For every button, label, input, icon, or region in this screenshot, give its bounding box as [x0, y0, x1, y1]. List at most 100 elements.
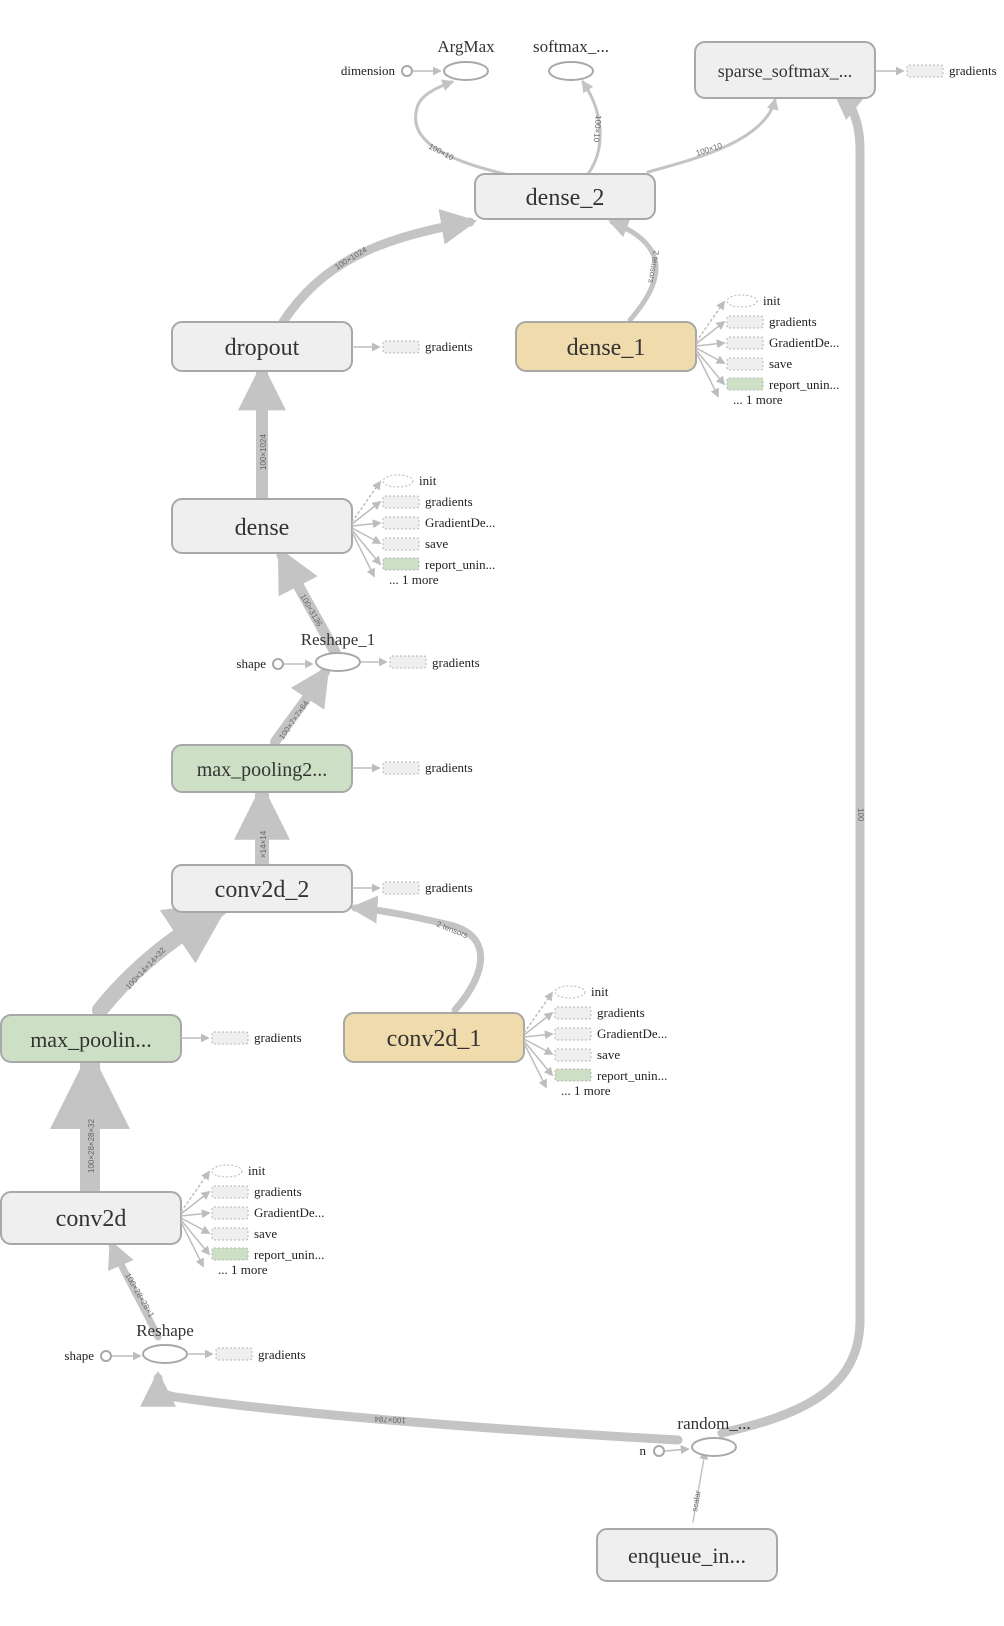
node-conv2d[interactable]: conv2d [0, 1191, 182, 1245]
edge-conv1-conv2 [349, 895, 485, 1014]
node-dropout[interactable]: dropout [171, 321, 353, 372]
const-dimension[interactable]: dimension [341, 63, 442, 78]
aux-dense-gradients[interactable]: gradients [425, 494, 473, 509]
node-max-pooling2d[interactable]: max_poolin... [0, 1014, 182, 1063]
edge-label-dense-dropout: 100×1024 [259, 434, 268, 470]
edge-label-dense1-dense2: 2 tensors [646, 250, 661, 284]
edge-label-reshape-conv0: 100×28×28×1 [123, 1272, 156, 1320]
aux-reshape1-gradients[interactable]: gradients [361, 655, 480, 670]
edge-dense2-sparse [646, 97, 779, 174]
aux-dense-1-save[interactable]: save [769, 356, 792, 371]
edge-dense1-dense2 [608, 218, 659, 323]
aux-dense-1-init[interactable]: init [763, 293, 781, 308]
node-conv2d-1[interactable]: conv2d_1 [343, 1012, 525, 1063]
aux-pool0-gradients[interactable]: gradients [181, 1030, 302, 1045]
op-reshape-label: Reshape [136, 1321, 194, 1340]
edge-label-pool1-reshape1: 100×7×7×64 [277, 699, 311, 742]
node-max-pooling2d-1[interactable]: max_pooling2... [171, 744, 353, 793]
edge-pool1-reshape1 [270, 665, 330, 747]
aux-dense-gradient-descent[interactable]: GradientDe... [425, 515, 495, 530]
edge-label-random-sparse: 100 [856, 808, 865, 822]
op-softmax[interactable]: softmax_... [533, 37, 609, 81]
edge-reshape-conv0 [108, 1239, 162, 1341]
node-enqueue[interactable]: enqueue_in... [596, 1528, 778, 1582]
aux-dense-1-more[interactable]: ... 1 more [733, 392, 783, 407]
aux-fan-dense-1: init gradients GradientDe... save report… [695, 293, 839, 407]
aux-fan-conv2d-1: init gradients GradientDe... save report… [523, 984, 667, 1098]
edge-pool0-conv2 [92, 900, 231, 1018]
const-n[interactable]: n [640, 1443, 690, 1458]
node-sparse-softmax-label: sparse_softmax_... [718, 61, 852, 81]
aux-fan-conv2d: init gradients GradientDe... save report… [180, 1163, 324, 1277]
const-shape[interactable]: shape [64, 1348, 142, 1363]
aux-conv2d-more[interactable]: ... 1 more [218, 1262, 268, 1277]
node-dense-2[interactable]: dense_2 [474, 173, 656, 220]
aux-pool1-gradients-label: gradients [425, 760, 473, 775]
aux-conv2d-1-more[interactable]: ... 1 more [561, 1083, 611, 1098]
aux-pool1-gradients[interactable]: gradients [352, 760, 473, 775]
node-enqueue-label: enqueue_in... [628, 1543, 746, 1568]
node-conv2d-2-label: conv2d_2 [215, 877, 310, 903]
aux-pool0-gradients-label: gradients [254, 1030, 302, 1045]
aux-sparse-gradients-label: gradients [949, 63, 997, 78]
aux-reshape1-gradients-label: gradients [432, 655, 480, 670]
aux-conv2d-save[interactable]: save [254, 1226, 277, 1241]
node-conv2d-label: conv2d [56, 1206, 127, 1232]
aux-conv2d-1-init[interactable]: init [591, 984, 609, 999]
aux-conv2d-1-gradients[interactable]: gradients [597, 1005, 645, 1020]
op-reshape-1-label: Reshape_1 [301, 630, 376, 649]
edge-dense2-argmax [414, 79, 507, 176]
aux-reshape-gradients[interactable]: gradients [188, 1347, 306, 1362]
edge-random-reshape [140, 1370, 683, 1445]
aux-dense-1-gradient-descent[interactable]: GradientDe... [769, 335, 839, 350]
aux-dense-save[interactable]: save [425, 536, 448, 551]
edge-label-dense2-sparse: 100×10 [695, 141, 724, 158]
aux-sparse-gradients[interactable]: gradients [876, 63, 997, 78]
op-reshape[interactable]: Reshape [136, 1321, 194, 1364]
edge-label-conv0-pool0: 100×28×28×32 [87, 1118, 96, 1173]
edge-label-conv2-pool1: ×14×14 [259, 830, 268, 858]
const-shape-label: shape [64, 1348, 94, 1363]
edge-random-sparse [717, 83, 869, 1438]
op-random[interactable]: random_... [677, 1414, 751, 1457]
node-conv2d-1-label: conv2d_1 [387, 1026, 482, 1052]
aux-dense-report[interactable]: report_unin... [425, 557, 495, 572]
node-conv2d-2[interactable]: conv2d_2 [171, 864, 353, 913]
op-argmax[interactable]: ArgMax [437, 37, 495, 81]
aux-fan-dense: init gradients GradientDe... save report… [351, 473, 495, 587]
const-shape-1-label: shape [236, 656, 266, 671]
aux-reshape-gradients-label: gradients [258, 1347, 306, 1362]
node-dense-label: dense [235, 515, 290, 541]
aux-conv2-gradients-label: gradients [425, 880, 473, 895]
aux-conv2d-1-save[interactable]: save [597, 1047, 620, 1062]
node-dense-1-label: dense_1 [567, 335, 646, 361]
op-reshape-1[interactable]: Reshape_1 [301, 630, 376, 672]
edge-dropout-dense2 [278, 209, 478, 327]
aux-dense-init[interactable]: init [419, 473, 437, 488]
node-sparse-softmax[interactable]: sparse_softmax_... [694, 41, 876, 99]
aux-dense-1-report[interactable]: report_unin... [769, 377, 839, 392]
const-shape-1[interactable]: shape [236, 656, 314, 671]
edge-label-dense2-softmax: 100×10 [592, 115, 603, 143]
aux-dropout-gradients[interactable]: gradients [352, 339, 473, 354]
aux-dense-1-gradients[interactable]: gradients [769, 314, 817, 329]
aux-conv2d-gradient-descent[interactable]: GradientDe... [254, 1205, 324, 1220]
node-dropout-label: dropout [225, 335, 300, 361]
node-dense-1[interactable]: dense_1 [515, 321, 697, 372]
aux-conv2d-1-gradient-descent[interactable]: GradientDe... [597, 1026, 667, 1041]
node-max-pooling2d-label: max_poolin... [30, 1027, 152, 1052]
aux-conv2d-1-report[interactable]: report_unin... [597, 1068, 667, 1083]
aux-conv2d-init[interactable]: init [248, 1163, 266, 1178]
edge-label-dense2-argmax: 100×10 [427, 142, 455, 163]
aux-dropout-gradients-label: gradients [425, 339, 473, 354]
aux-conv2-gradients[interactable]: gradients [352, 880, 473, 895]
node-dense[interactable]: dense [171, 498, 353, 554]
aux-dense-more[interactable]: ... 1 more [389, 572, 439, 587]
aux-conv2d-gradients[interactable]: gradients [254, 1184, 302, 1199]
aux-conv2d-report[interactable]: report_unin... [254, 1247, 324, 1262]
op-softmax-label: softmax_... [533, 37, 609, 56]
edges [49, 79, 869, 1523]
op-random-label: random_... [677, 1414, 750, 1433]
edge-label-enqueue-random: scalar [690, 1489, 703, 1512]
